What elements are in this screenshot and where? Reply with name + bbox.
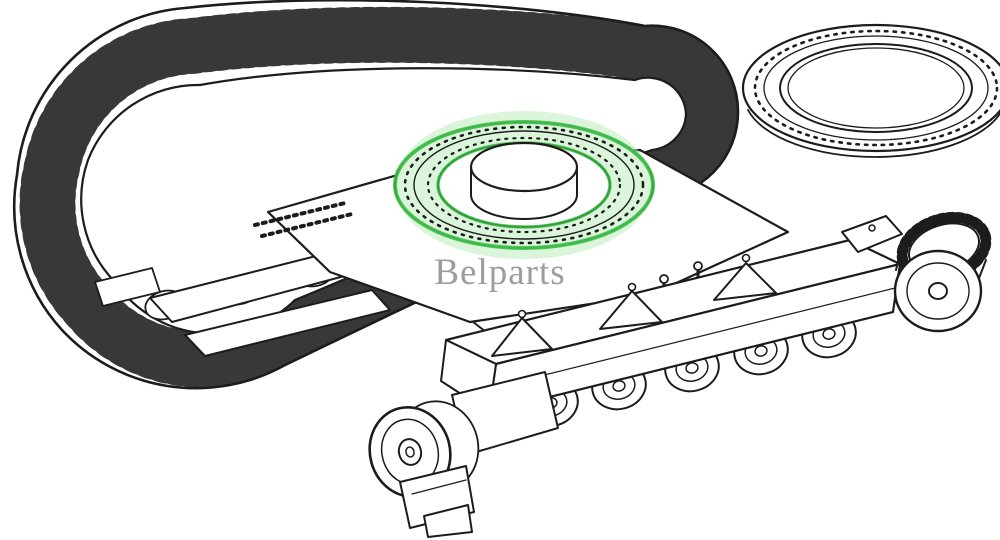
ring-highlight-glow	[396, 111, 652, 259]
sprocket-mount	[841, 215, 903, 253]
beam-gussets	[491, 253, 777, 357]
beam-detail-line	[491, 287, 896, 389]
ring-highlight-outer	[393, 120, 655, 250]
deck-pin-head-1	[659, 274, 669, 284]
pivot-cylinder-top	[469, 141, 579, 193]
ring-race-line	[413, 130, 635, 240]
ring-bolt-holes-inner	[426, 136, 622, 234]
deck-pin-head-2	[693, 261, 703, 271]
slewing-ring-spare	[741, 23, 1000, 158]
frame-cross-member-lower	[184, 289, 391, 357]
track-roller-frame	[368, 211, 992, 538]
spare-ring-race-line	[763, 35, 989, 141]
spare-ring-inner-line	[787, 47, 965, 129]
line-art	[12, 0, 1000, 538]
spare-ring-bottom-edge	[747, 109, 1000, 158]
track-guard-bracket	[94, 267, 161, 307]
idler-foot	[423, 504, 473, 538]
slewing-ring-installed	[393, 111, 655, 259]
drive-sprocket	[841, 211, 992, 333]
spare-ring-bolt-holes	[753, 29, 999, 147]
deck-bolt-row-2	[260, 212, 354, 238]
deck-bolt-row-1	[253, 201, 347, 227]
watermark: Belparts	[434, 252, 565, 293]
front-idler-wheel	[368, 371, 559, 538]
spare-ring-inner-edge	[779, 43, 973, 133]
ring-bolt-holes-outer	[403, 125, 645, 245]
